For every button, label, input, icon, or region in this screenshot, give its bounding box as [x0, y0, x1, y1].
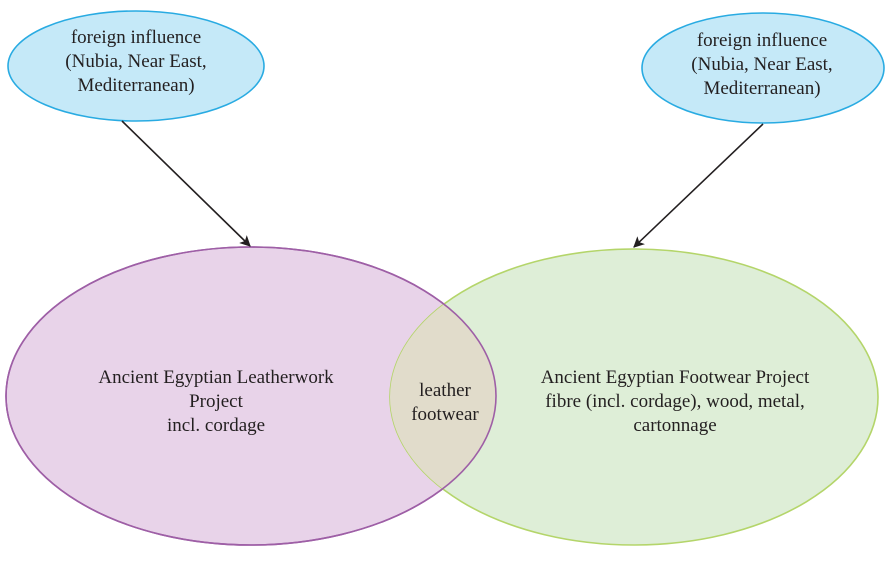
influence-label-left: foreign influence (Nubia, Near East, Med… [22, 26, 250, 98]
influence-left-line-3: Mediterranean) [77, 75, 195, 96]
overlap-line-1: leather [419, 380, 471, 401]
leatherwork-line-2: Project [189, 391, 243, 412]
influence-ellipse-right [641, 12, 885, 124]
influence-left-line-1: foreign influence [70, 27, 202, 48]
footwear-line-1: Ancient Egyptian Footwear Project [540, 367, 810, 388]
leatherwork-label: Ancient Egyptian Leatherwork Project inc… [40, 366, 392, 438]
influence-left-line-2: (Nubia, Near East, [65, 51, 207, 72]
leatherwork-ellipse-outline [5, 246, 497, 546]
overlap-line-2: footwear [411, 404, 479, 425]
influence-label-right: foreign influence (Nubia, Near East, Med… [648, 29, 876, 101]
influence-right-line-2: (Nubia, Near East, [691, 54, 833, 75]
overlap-label: leather footwear [392, 379, 498, 427]
influence-ellipse-left [7, 10, 265, 122]
footwear-line-3: cartonnage [633, 415, 717, 436]
influence-right-line-1: foreign influence [696, 30, 828, 51]
footwear-label: Ancient Egyptian Footwear Project fibre … [500, 366, 850, 438]
arrow-right-to-footwear [633, 123, 764, 248]
leatherwork-line-1: Ancient Egyptian Leatherwork [98, 367, 334, 388]
influence-right-line-3: Mediterranean) [703, 78, 821, 99]
footwear-line-2: fibre (incl. cordage), wood, metal, [545, 391, 805, 412]
arrow-left-to-leatherwork [121, 120, 251, 247]
leatherwork-line-3: incl. cordage [166, 415, 266, 436]
